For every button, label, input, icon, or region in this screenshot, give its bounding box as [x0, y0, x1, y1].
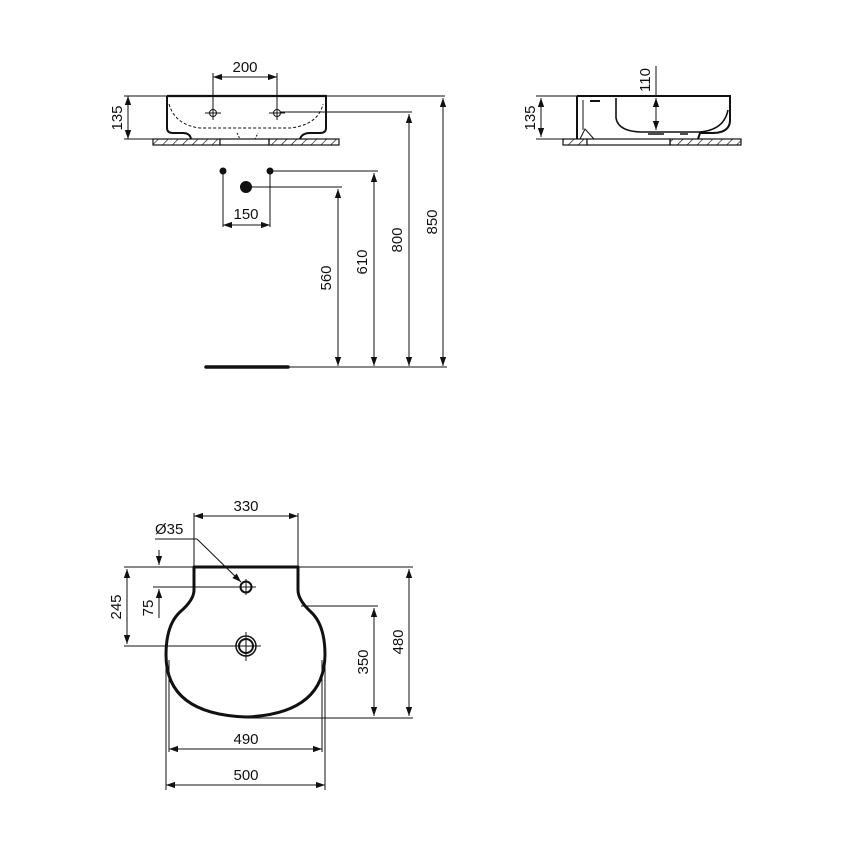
dim-tap-hole-diameter: Ø35 — [155, 521, 183, 538]
dim-overall-width: 500 — [233, 767, 258, 784]
dim-front-basin-height: 135 — [109, 105, 126, 130]
front-view — [124, 73, 447, 369]
dim-waste-spacing: 150 — [233, 206, 258, 223]
dim-height-850: 850 — [424, 209, 441, 234]
dim-side-bowl-depth: 110 — [637, 68, 654, 92]
dim-height-560: 560 — [318, 265, 335, 290]
dim-overall-depth: 480 — [390, 629, 407, 654]
top-view — [123, 512, 413, 790]
side-view — [536, 66, 742, 146]
dim-platform-width: 330 — [233, 498, 258, 515]
dim-tap-hole-offset: 75 — [140, 600, 157, 617]
dim-height-610: 610 — [354, 249, 371, 274]
dim-waste-offset: 245 — [108, 594, 125, 619]
dim-height-800: 800 — [389, 227, 406, 252]
dim-tap-spacing: 200 — [232, 59, 257, 76]
dim-bowl-width: 490 — [233, 731, 258, 748]
dim-bowl-depth: 350 — [355, 649, 372, 674]
dim-side-basin-height: 135 — [522, 105, 539, 130]
